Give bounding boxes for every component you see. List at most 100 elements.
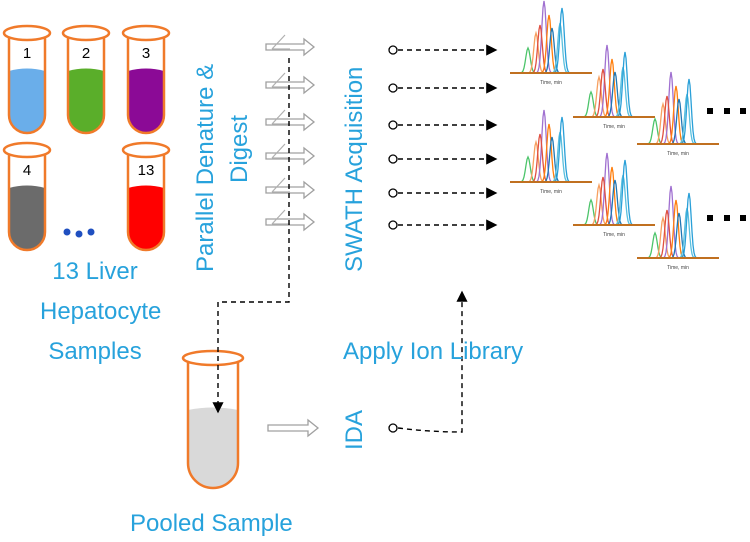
sample-tube-4-liquid: [9, 185, 45, 250]
sample-tube-13-cap: [121, 141, 171, 159]
chromatogram: Time, min: [510, 109, 592, 195]
chromatogram-peak: [606, 179, 624, 226]
digest-arrow-icon: [265, 212, 316, 232]
chromatogram-peak: [527, 139, 545, 183]
ida-label: IDA: [341, 409, 368, 450]
chromatogram-axis-label: Time, min: [667, 151, 689, 157]
swath-node-icon: [388, 220, 398, 230]
chromatogram-peak: [680, 192, 698, 259]
chromatogram: Time, min: [637, 185, 719, 271]
denature-label: Parallel Denature &: [192, 63, 219, 272]
chromatogram-peak: [606, 71, 624, 118]
chromatogram-axis-label: Time, min: [540, 80, 562, 86]
chromatogram-peak: [543, 27, 561, 74]
chromatogram: Time, min: [573, 152, 655, 238]
swath-node-icon: [388, 154, 398, 164]
sample-tube-4-outline: [7, 150, 47, 252]
swath-node-icon: [388, 83, 398, 93]
sample-tube-1-outline: [7, 33, 47, 135]
chromatogram-peak: [646, 231, 664, 259]
sample-tube-2-liquid: [68, 68, 104, 133]
digest-arrow-icon: [265, 112, 316, 132]
chromatogram: Time, min: [637, 71, 719, 157]
sample-tube-13-liquid: [128, 185, 164, 250]
ellipsis-dot: [87, 228, 95, 236]
chromatogram-peak: [519, 155, 537, 183]
chromatogram-axis-label: Time, min: [603, 124, 625, 130]
chromatogram-peak: [658, 95, 676, 145]
more-ellipsis-dot: [740, 215, 746, 221]
sample-tube-1-liquid: [9, 68, 45, 133]
chromatogram-peak: [654, 101, 672, 145]
sample-tube-4: [2, 141, 52, 252]
chromatogram-peak: [519, 46, 537, 74]
apply-ion-library-label: Apply Ion Library: [343, 338, 524, 365]
more-ellipsis-dot: [724, 108, 730, 114]
library-arrow: [397, 290, 468, 433]
tube-number-label: 13: [137, 162, 155, 179]
digest-arrow-tail-icon: [271, 109, 290, 125]
digest-arrow-icon: [265, 146, 316, 166]
digest-arrow-tail-icon: [271, 143, 290, 159]
more-ellipsis-dot: [707, 108, 713, 114]
digest-arrow-icon: [265, 180, 316, 200]
sample-tube-1: [2, 24, 52, 135]
chromatogram-peak: [590, 182, 608, 226]
chromatogram-peak: [616, 51, 634, 118]
tube-number-label: 2: [81, 45, 91, 62]
sample-tube-1-cap: [2, 24, 52, 42]
digest-arrow-icon: [265, 75, 316, 95]
more-ellipsis-dot: [707, 215, 713, 221]
sample-tube-2-cap: [61, 24, 111, 42]
more-ellipsis-dot: [740, 108, 746, 114]
sample-tube-3: [121, 24, 171, 135]
tube-number-label: 1: [22, 45, 32, 62]
chromatogram-peak: [553, 7, 571, 74]
chromatogram-peak: [531, 24, 549, 74]
chromatogram-axis-label: Time, min: [540, 189, 562, 195]
chromatogram-peak: [594, 176, 612, 226]
chromatogram-peak: [616, 159, 634, 226]
tube-number-label: 3: [141, 45, 151, 62]
ida-node-icon: [388, 423, 398, 433]
digest-arrow-tail-icon: [271, 34, 290, 50]
chromatogram-peak: [590, 74, 608, 118]
ellipsis-dot: [75, 230, 83, 238]
chromatogram-peak: [543, 136, 561, 183]
chromatogram-peak: [598, 44, 616, 118]
pool-transfer-arrow: [212, 58, 290, 414]
sample-tube-3-cap: [121, 24, 171, 42]
chromatogram-peak: [594, 68, 612, 118]
sample-tube-4-cap: [2, 141, 52, 159]
samples-caption-line-2: Hepatocyte: [40, 298, 162, 325]
samples-caption-line-3: Samples: [48, 338, 142, 365]
chromatogram-peak: [582, 198, 600, 226]
swath-node-icon: [388, 120, 398, 130]
sample-tube-13-outline: [126, 150, 166, 252]
chromatogram-peak: [658, 209, 676, 259]
ellipsis-dot: [63, 228, 71, 236]
sample-tube-2: [61, 24, 111, 135]
chromatogram-peak: [535, 0, 553, 74]
digest-arrow-tail-icon: [271, 72, 290, 88]
digest-arrow-tail-icon: [271, 177, 290, 193]
chromatogram: Time, min: [510, 0, 592, 86]
pooled-sample-tube-cap: [181, 349, 245, 367]
swath-node-icon: [388, 45, 398, 55]
chromatogram-peak: [598, 152, 616, 226]
pooled-sample-tube-liquid: [188, 407, 238, 488]
sample-tube-13: [121, 141, 171, 252]
chromatogram-peak: [646, 117, 664, 145]
chromatogram-peak: [662, 71, 680, 145]
ida-arrow-icon: [267, 418, 320, 438]
chromatogram-peak: [654, 215, 672, 259]
more-ellipsis-dot: [724, 215, 730, 221]
sample-tube-2-outline: [66, 33, 106, 135]
pooled-sample-tube-outline: [186, 358, 240, 490]
chromatogram-axis-label: Time, min: [603, 232, 625, 238]
pooled-sample-label: Pooled Sample: [130, 510, 293, 537]
pooled-sample-tube: [181, 349, 245, 490]
chromatogram-peak: [535, 109, 553, 183]
swath-node-icon: [388, 188, 398, 198]
